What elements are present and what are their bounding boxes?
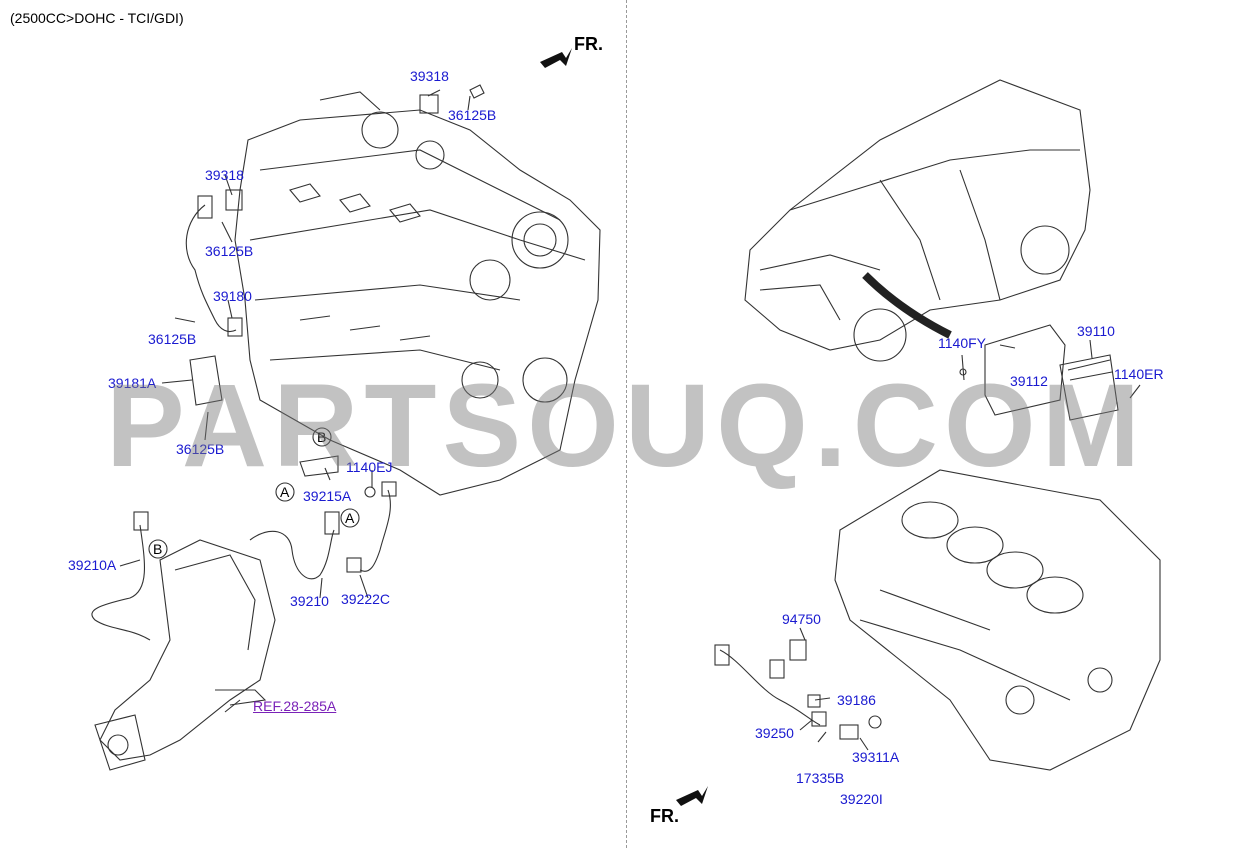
engine-block-illustration — [834, 469, 1161, 771]
o2-sensor-wire-a — [91, 524, 151, 641]
callout-a: A — [280, 484, 290, 500]
part-label-39181a[interactable]: 39181A — [108, 375, 157, 391]
part-label-1140ej[interactable]: 1140EJ — [346, 459, 393, 475]
engine-illustration — [234, 91, 601, 496]
fr-arrow-icon-bottom — [676, 786, 708, 806]
reference-link[interactable]: REF.28-285A — [253, 698, 337, 714]
part-label-1140fy[interactable]: 1140FY — [938, 335, 986, 351]
o2-sensor-wire-b — [249, 529, 335, 580]
part-label-39186[interactable]: 39186 — [837, 692, 876, 708]
part-label-39210a[interactable]: 39210A — [68, 557, 117, 573]
part-label-39220i[interactable]: 39220I — [840, 791, 883, 807]
callout-a-2: A — [345, 510, 355, 526]
part-label-36125b-low[interactable]: 36125B — [176, 441, 225, 457]
fr-arrow-icon-top — [540, 48, 572, 68]
front-direction-label: FR. — [574, 34, 603, 54]
vehicle-illustration — [744, 79, 1091, 362]
part-label-39180[interactable]: 39180 — [213, 288, 252, 304]
part-label-36125b-mid[interactable]: 36125B — [148, 331, 197, 347]
part-label-39318-left[interactable]: 39318 — [205, 167, 244, 183]
part-label-94750[interactable]: 94750 — [782, 611, 821, 627]
sensor-icon-top — [419, 94, 439, 114]
sensor-wire-39222c — [359, 489, 391, 572]
part-label-17335b[interactable]: 17335B — [796, 770, 845, 786]
part-label-39110[interactable]: 39110 — [1077, 323, 1115, 339]
part-label-39215a[interactable]: 39215A — [303, 488, 352, 504]
connector-icon — [197, 195, 213, 219]
part-label-39112[interactable]: 39112 — [1010, 373, 1048, 389]
callout-b: B — [317, 429, 327, 445]
part-label-36125b-top[interactable]: 36125B — [448, 107, 497, 123]
part-label-39210[interactable]: 39210 — [290, 593, 329, 609]
front-direction-label-bottom: FR. — [650, 806, 679, 826]
sensor-bracket — [189, 355, 223, 406]
sensor-icon — [225, 189, 243, 211]
section-divider — [626, 0, 627, 848]
knock-sensor-wire — [719, 649, 821, 726]
part-label-39318-top[interactable]: 39318 — [410, 68, 449, 84]
part-label-39222c[interactable]: 39222C — [341, 591, 391, 607]
cam-sensor-wire — [185, 204, 237, 333]
part-label-36125b-left[interactable]: 36125B — [205, 243, 254, 259]
page-title: (2500CC>DOHC - TCI/GDI) — [10, 10, 184, 26]
ecu-illustration — [984, 324, 1119, 421]
part-label-1140er[interactable]: 1140ER — [1114, 366, 1164, 382]
part-label-39311a[interactable]: 39311A — [852, 749, 900, 765]
part-label-39250[interactable]: 39250 — [755, 725, 794, 741]
catalytic-converter — [94, 539, 276, 771]
callout-b-2: B — [153, 541, 163, 557]
